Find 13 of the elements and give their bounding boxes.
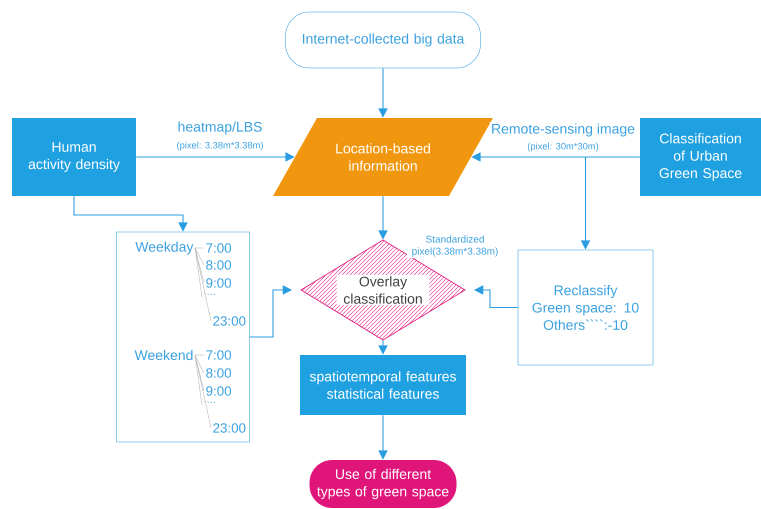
process-box: Human activity density [12, 118, 136, 196]
time-list-box: Weekday 7:00 8:00 9:00 ```` 23:00 Weekend 7:00 8:00 9:00 ```` 23:00 [116, 232, 250, 442]
process-box: spatiotemporal features statistical features [300, 355, 466, 415]
terminal-box: Use of different types of green space [310, 460, 456, 508]
edge-label: Remote-sensing image [490, 122, 636, 138]
edge-label: Standardized pixel(3.38m*3.38m) [407, 234, 503, 258]
note-label: (pixel: 3.38m*3.38m) [177, 142, 263, 150]
note-label: (pixel: 30m*30m) [528, 142, 598, 152]
data-parallelogram: Location-based information [273, 118, 493, 196]
process-box: Reclassify Green space: 10 Others````:-10 [518, 250, 654, 366]
edge-label: heatmap/LBS [176, 120, 264, 136]
process-box: Classification of Urban Green Space [640, 118, 761, 196]
terminal-box: Internet-collected big data [285, 12, 481, 68]
